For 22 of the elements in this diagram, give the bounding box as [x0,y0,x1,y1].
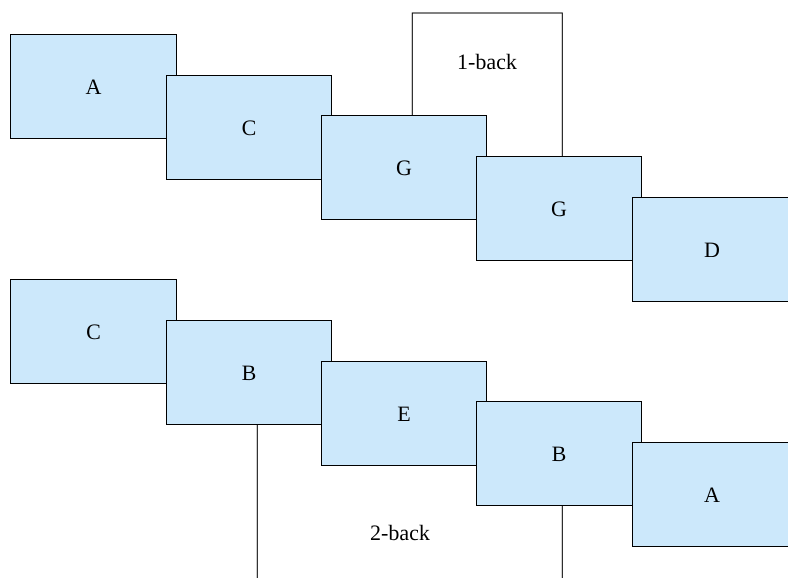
sequence-box [632,197,788,302]
letter: E [397,400,411,426]
letter: B [242,360,256,386]
sequence-box [321,115,487,220]
letter: C [86,318,101,344]
letter: D [704,236,720,262]
sequence-box [632,442,788,547]
letter: A [704,482,720,508]
letter: G [551,196,567,222]
letter: A [86,74,102,100]
letter: G [396,154,412,180]
letter: B [552,440,566,466]
bracket-line [412,12,563,156]
sequence-box [476,156,642,261]
sequence-box [166,320,332,425]
sequence-box [10,34,177,139]
bracket-line [256,424,563,578]
sequence-box [321,361,487,466]
sequence-box [166,75,332,180]
sequence-box [476,401,642,506]
sequence-box [10,279,177,384]
letter: C [242,114,256,140]
